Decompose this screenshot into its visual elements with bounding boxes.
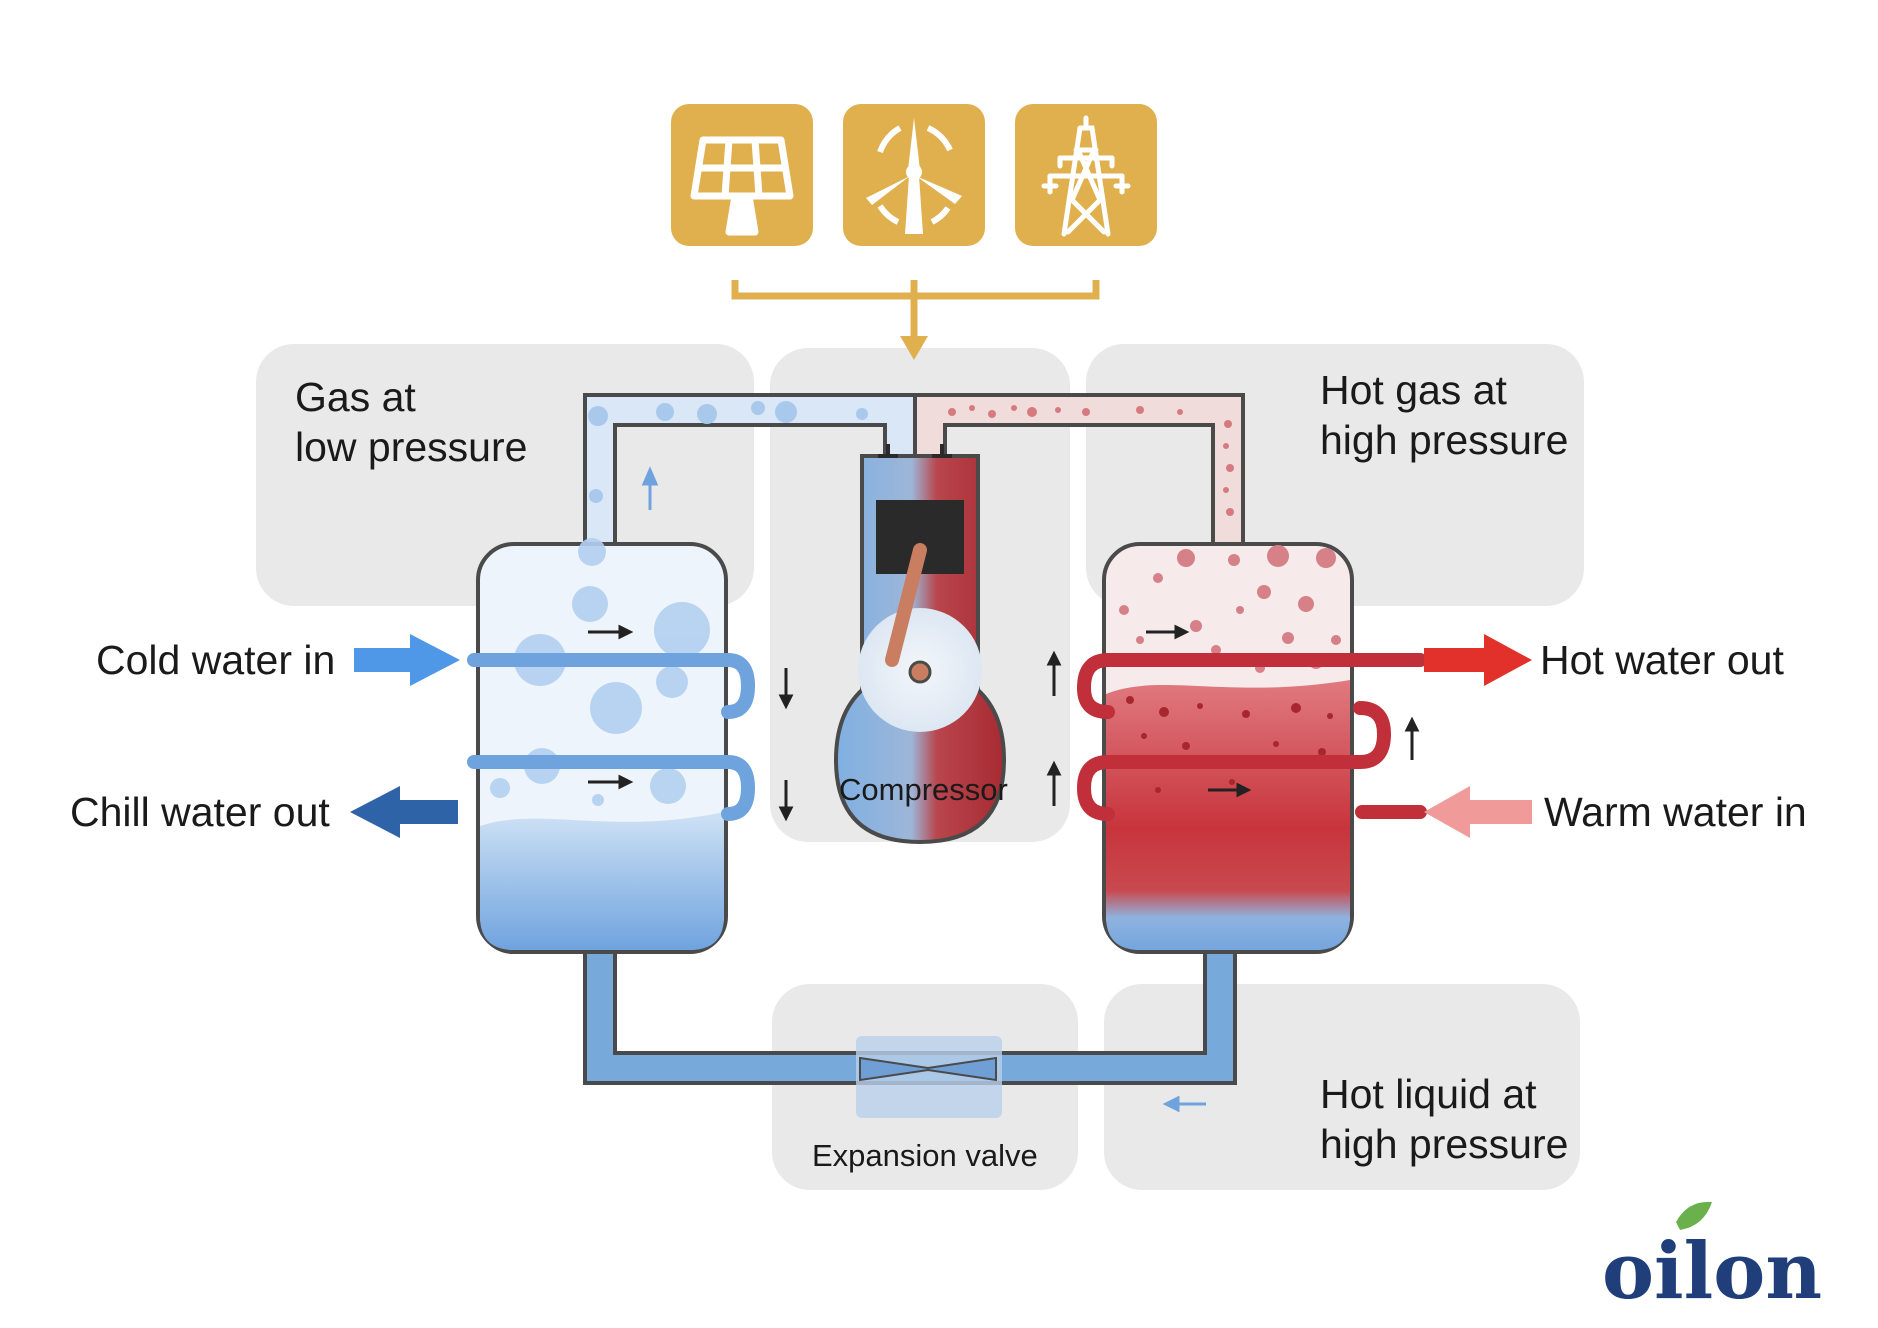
chill-water-out-arrow-icon xyxy=(350,786,458,838)
wind-turbine-icon xyxy=(866,118,962,234)
gas-low-pressure-label-line1: Gas at xyxy=(295,374,416,420)
oilon-logo-text: oilon xyxy=(1602,1226,1822,1317)
leaf-icon xyxy=(1676,1201,1712,1230)
compressor-label: Compressor xyxy=(839,772,1008,807)
energy-source-row xyxy=(671,104,1157,360)
condenser-tank xyxy=(1102,542,1354,954)
energy-feed-arrow-icon xyxy=(900,336,928,360)
condenser-coil xyxy=(1076,653,1427,821)
cold-water-in-label: Cold water in xyxy=(96,637,335,683)
hot-water-out-arrow-icon xyxy=(1424,634,1532,686)
suction-pipe xyxy=(583,393,917,548)
discharge-pipe xyxy=(913,393,1245,548)
hot-liquid-label-line2: high pressure xyxy=(1320,1121,1568,1167)
hot-gas-label-line2: high pressure xyxy=(1320,417,1568,463)
evaporator-tank xyxy=(476,538,728,954)
hot-water-out-label: Hot water out xyxy=(1540,637,1784,683)
energy-feed-connector xyxy=(731,280,1100,346)
oilon-logo: oilon xyxy=(1602,1201,1822,1317)
expansion-valve-label: Expansion valve xyxy=(812,1138,1038,1173)
cold-water-in-arrow-icon xyxy=(354,634,460,686)
warm-water-in-label: Warm water in xyxy=(1544,789,1807,835)
warm-water-in-arrow-icon xyxy=(1424,786,1532,838)
flow-arrows xyxy=(588,624,1420,822)
expansion-valve-unit xyxy=(856,1036,1002,1118)
compressor-unit xyxy=(833,444,1007,845)
power-pylon-icon xyxy=(1041,115,1131,237)
hot-liquid-label-line1: Hot liquid at xyxy=(1320,1071,1537,1117)
hot-gas-label-line1: Hot gas at xyxy=(1320,367,1507,413)
chill-water-out-label: Chill water out xyxy=(70,789,330,835)
evaporator-coil xyxy=(467,653,756,821)
solar-panel-icon xyxy=(690,136,794,236)
gas-low-pressure-label-line2: low pressure xyxy=(295,424,527,470)
